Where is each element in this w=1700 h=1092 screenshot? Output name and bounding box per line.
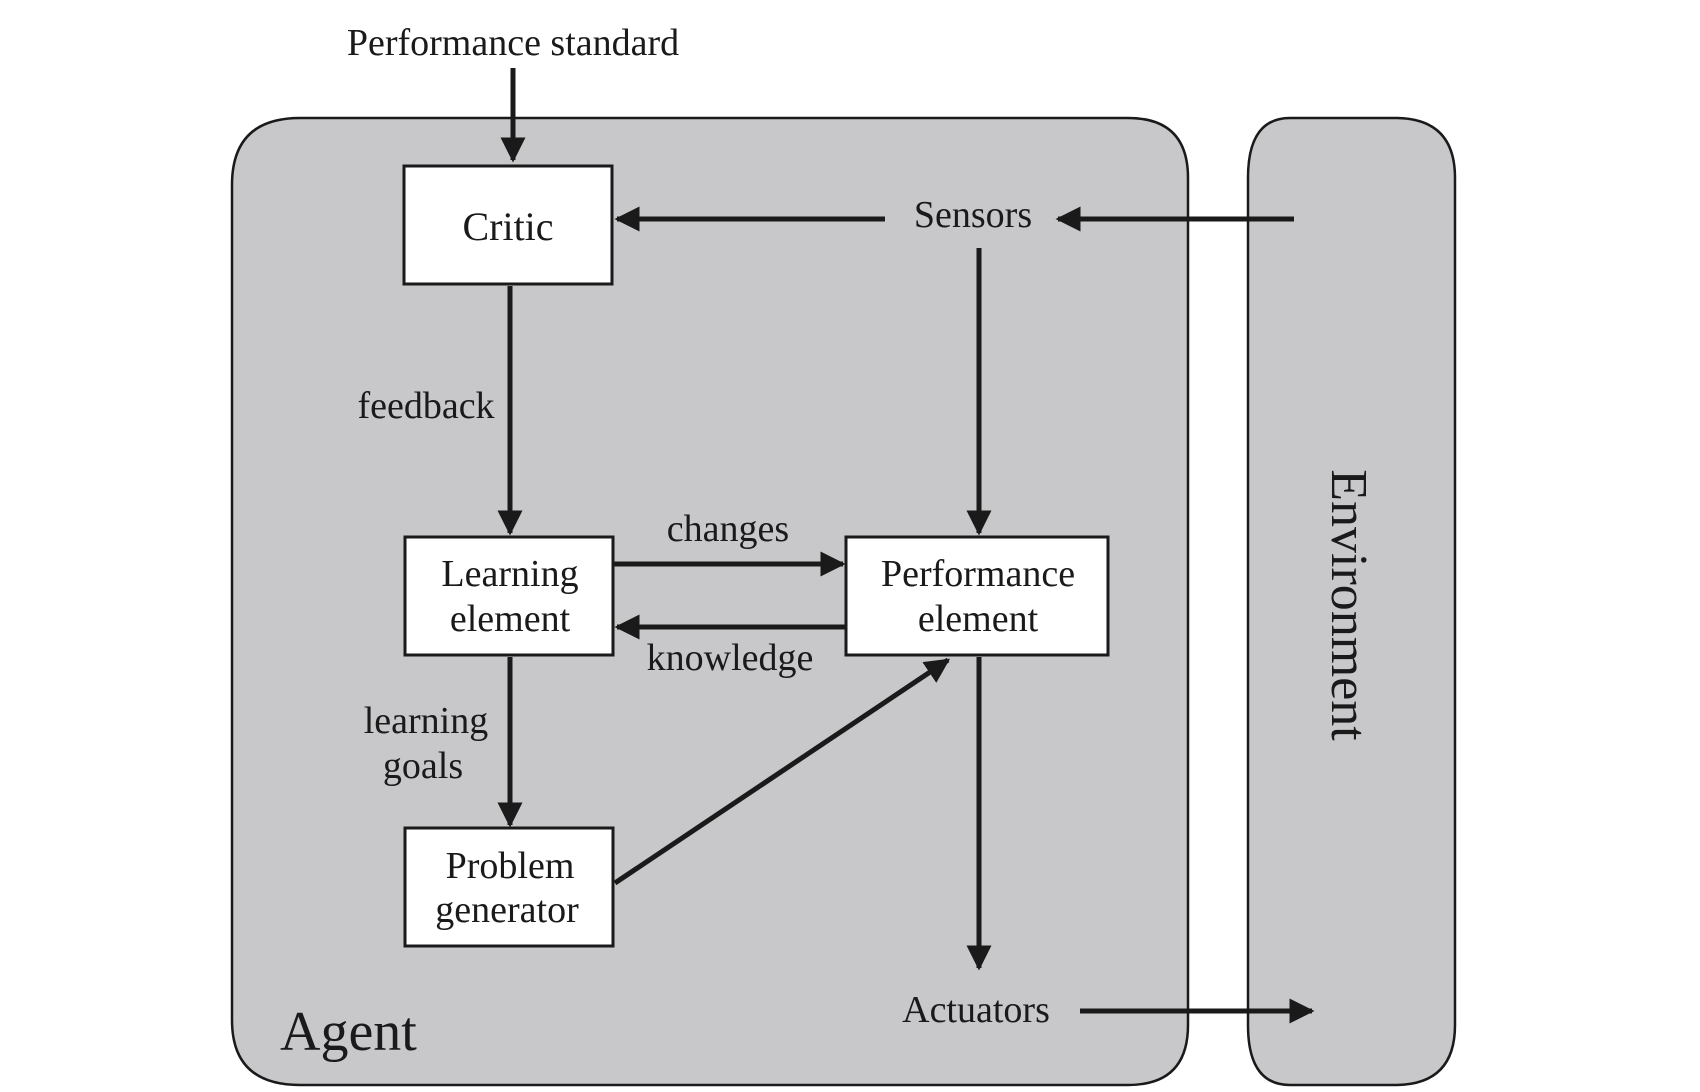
knowledge-label: knowledge bbox=[647, 637, 814, 679]
performance-element-box bbox=[844, 535, 1110, 657]
problem-to-performance-arrow bbox=[613, 657, 951, 886]
problem-generator-box bbox=[403, 826, 615, 948]
learning-element-label-line2: element bbox=[450, 598, 571, 640]
performance-standard-label: Performance standard bbox=[347, 22, 679, 64]
changes-label: changes bbox=[667, 508, 789, 550]
critic-box bbox=[402, 164, 614, 286]
performance-element-label-line1: Performance bbox=[881, 553, 1075, 595]
performance-element-label-line2: element bbox=[918, 598, 1039, 640]
learning-element-box bbox=[403, 535, 615, 657]
learning-goals-label-line1: learning bbox=[364, 700, 489, 742]
sensors-label: Sensors bbox=[914, 194, 1032, 236]
learning-goals-label-line2: goals bbox=[383, 745, 463, 787]
feedback-label: feedback bbox=[357, 385, 494, 427]
agent-label: Agent bbox=[280, 1001, 417, 1063]
problem-generator-label-line2: generator bbox=[435, 889, 579, 931]
environment-label: Environment bbox=[1320, 469, 1377, 741]
actuators-label: Actuators bbox=[902, 989, 1050, 1031]
critic-label: Critic bbox=[462, 204, 553, 249]
environment-region bbox=[1246, 116, 1457, 1087]
problem-generator-label-line1: Problem bbox=[446, 845, 575, 887]
learning-element-label-line1: Learning bbox=[441, 553, 578, 595]
